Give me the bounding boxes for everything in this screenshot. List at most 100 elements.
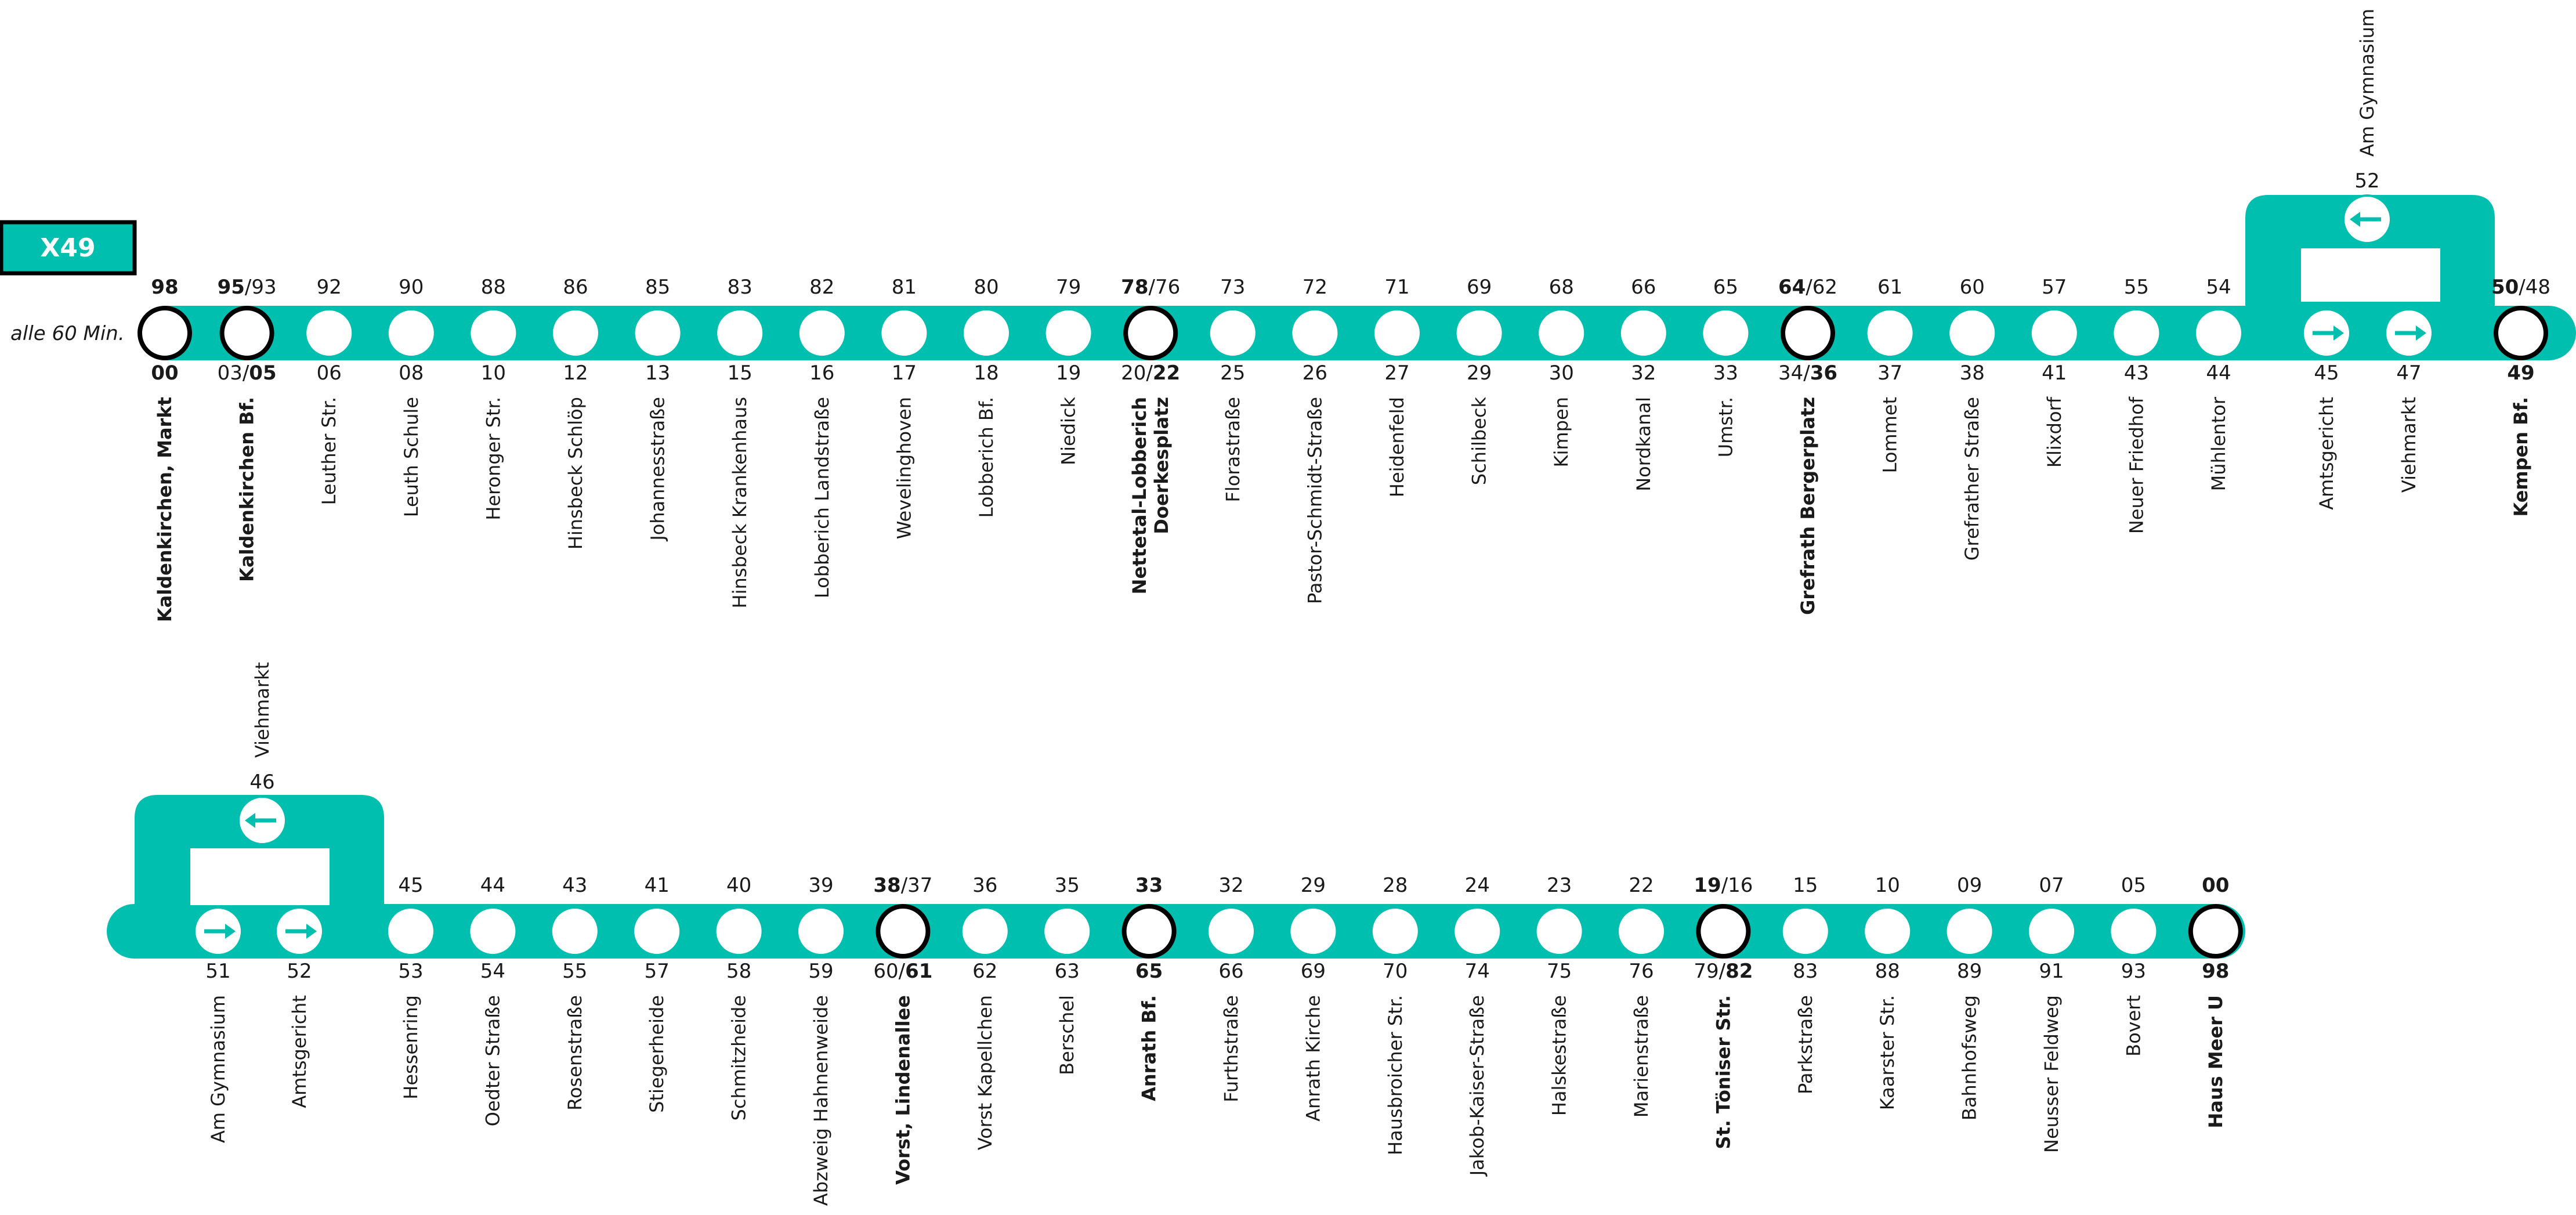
- stop-name: Bahnhofsweg: [1959, 995, 1981, 1120]
- stop-time-top: 50/48: [2491, 276, 2550, 299]
- stop-time-top: 83: [728, 276, 752, 299]
- stop-time-top: 29: [1301, 874, 1326, 897]
- stop-name: Amtsgericht: [288, 995, 310, 1108]
- stop-marker: [1865, 308, 1915, 358]
- stop-time-bottom: 74: [1465, 960, 1490, 983]
- stop-marker: [2494, 306, 2548, 360]
- stop-name: Florastraße: [1222, 397, 1244, 502]
- stop-marker: [961, 308, 1011, 358]
- stop-marker: [1616, 906, 1666, 956]
- stop-marker: [1372, 308, 1422, 358]
- stop-marker: [1370, 906, 1420, 956]
- stop-time-bottom: 08: [399, 361, 424, 385]
- stop-name: Stiegerheide: [646, 995, 668, 1113]
- stop-marker: [797, 308, 847, 358]
- stop-time-bottom: 66: [1218, 960, 1243, 983]
- stop-time-bottom: 15: [728, 361, 752, 385]
- stop-time-top: 82: [809, 276, 834, 299]
- stop-time-top: 38/37: [873, 874, 932, 897]
- stop-time-bottom: 44: [2206, 361, 2231, 385]
- stop-time-top: 85: [645, 276, 670, 299]
- stop-time-top: 81: [892, 276, 917, 299]
- stop-marker: [1123, 306, 1178, 360]
- stop-time-top: 23: [1547, 874, 1572, 897]
- stop-marker: [2029, 308, 2079, 358]
- stop-time-top: 80: [974, 276, 998, 299]
- stop-name: Amtsgericht: [2315, 397, 2338, 510]
- stop-marker: [2111, 308, 2162, 358]
- stop-name: Haus Meer U: [2205, 995, 2227, 1129]
- stop-marker: [386, 906, 436, 956]
- stop-time-top: 35: [1055, 874, 1080, 897]
- stop-time-bottom: 27: [1384, 361, 1409, 385]
- stop-marker: [1452, 906, 1503, 956]
- stop-time-top: 32: [1218, 874, 1243, 897]
- stop-name: Lommet: [1879, 397, 1901, 473]
- stop-time-bottom: 25: [1220, 361, 1245, 385]
- stop-time-bottom: 60/61: [873, 960, 932, 983]
- frequency-label: alle 60 Min.: [10, 322, 125, 345]
- stop-name: Kempen Bf.: [2510, 397, 2532, 517]
- stop-marker: [1944, 906, 1995, 956]
- stop-time-top: 22: [1629, 874, 1654, 897]
- route-bands: [107, 306, 2576, 959]
- stop-time-bottom: 51: [205, 960, 230, 983]
- stop-marker: [1618, 308, 1669, 358]
- stop-time-bottom: 19: [1056, 361, 1081, 385]
- stop-time-top: 64/62: [1778, 276, 1837, 299]
- line-name: X49: [40, 233, 95, 263]
- loop-gap: [190, 848, 330, 905]
- stop-time-bottom: 63: [1055, 960, 1080, 983]
- stop-time-top: 09: [1957, 874, 1982, 897]
- stop-marker: [1696, 904, 1751, 959]
- stop-time-top: 95/93: [218, 276, 277, 299]
- stop-time-top: 44: [480, 874, 505, 897]
- stop-name: Kaarster Str.: [1876, 995, 1898, 1110]
- stop-time-bottom: 53: [398, 960, 423, 983]
- line-badge: [0, 220, 137, 276]
- stop-marker: [632, 308, 683, 358]
- stop-time-bottom: 43: [2124, 361, 2149, 385]
- stop-name: Neuer Friedhof: [2125, 396, 2147, 534]
- stop-time-bottom: 54: [480, 960, 505, 983]
- stop-marker: [879, 308, 929, 358]
- stop-time-top: 92: [317, 276, 342, 299]
- stop-name: Leuth Schule: [400, 397, 422, 517]
- direction-arrow-icon: [245, 813, 276, 828]
- stop-name: Bovert: [2122, 995, 2144, 1057]
- stop-time-bottom: 57: [645, 960, 670, 983]
- stop-marker: [551, 308, 600, 358]
- stop-name: St. Töniser Str.: [1712, 995, 1734, 1149]
- stop-name: Viehmarkt: [2398, 397, 2420, 493]
- stop-name: Hinsbeck Schlöp: [565, 397, 587, 549]
- stop-time-top: 15: [1793, 874, 1818, 897]
- stop-marker: [304, 308, 354, 358]
- stop-time-bottom: 93: [2121, 960, 2146, 983]
- stop-time-top: 71: [1384, 276, 1409, 299]
- stop-time-bottom: 49: [2507, 361, 2534, 385]
- stop-time-top: 46: [249, 771, 274, 794]
- stop-time-bottom: 06: [317, 361, 342, 385]
- stop-name: Schmitzheide: [728, 995, 750, 1120]
- stop-time-top: 79: [1056, 276, 1081, 299]
- stop-time-bottom: 16: [809, 361, 834, 385]
- stop-time-bottom: 91: [2039, 960, 2064, 983]
- stop-name: Pastor-Schmidt-Straße: [1304, 397, 1326, 604]
- stop-time-bottom: 20/22: [1121, 361, 1180, 385]
- stop-time-bottom: 30: [1549, 361, 1574, 385]
- stop-name: Hessenring: [400, 995, 422, 1100]
- stop-marker: [1042, 906, 1092, 956]
- stop-name: Am Gymnasium: [207, 995, 229, 1143]
- stop-name: Mühlentor: [2208, 396, 2230, 491]
- stop-time-top: 57: [2042, 276, 2067, 299]
- stop-marker: [2188, 904, 2243, 959]
- stop-marker: [1780, 906, 1830, 956]
- stop-name: Lobberich Landstraße: [811, 397, 833, 598]
- stop-marker: [1701, 308, 1751, 358]
- stop-time-bottom: 45: [2314, 361, 2339, 385]
- stop-time-top: 73: [1220, 276, 1245, 299]
- direction-arrow-icon: [2350, 212, 2381, 227]
- stop-name: Heronger Str.: [482, 397, 504, 520]
- stop-name: Vorst, Lindenallee: [892, 995, 914, 1185]
